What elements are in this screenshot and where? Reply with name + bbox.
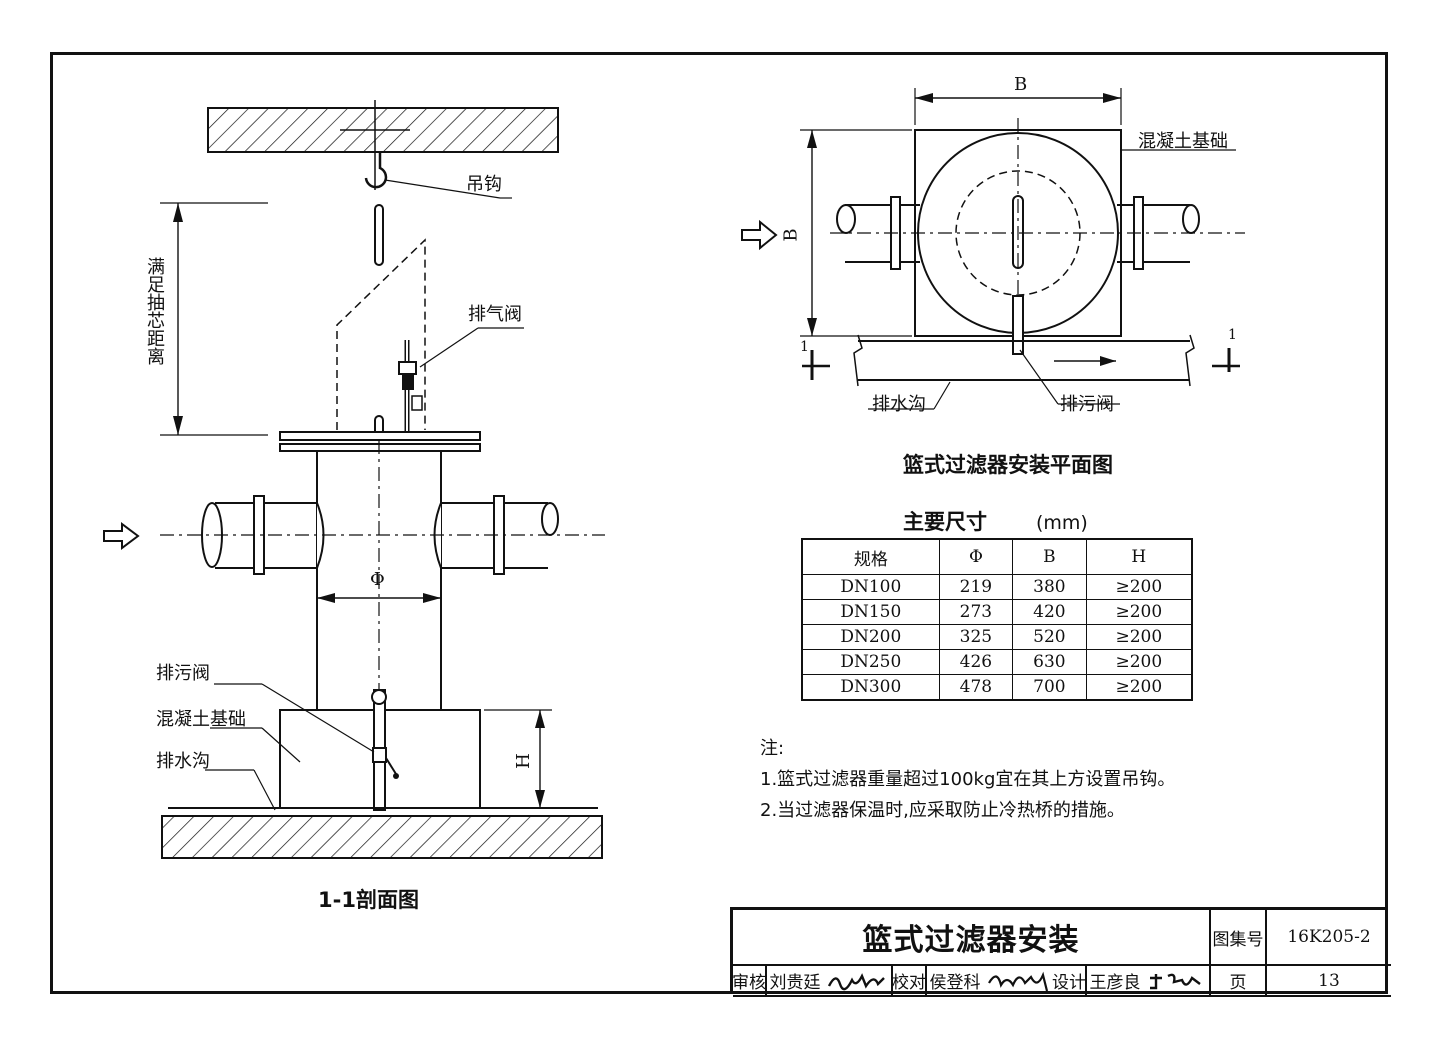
plan-foundation-label: 混凝土基础	[1138, 131, 1228, 152]
hook-shape	[364, 152, 388, 189]
h-dimension-label: H	[512, 753, 534, 769]
cell-b: 420	[1012, 599, 1087, 625]
trench-label: 排水沟	[156, 751, 210, 772]
reviewer-name: 刘贵廷	[767, 966, 823, 997]
designer-name: 王彦良	[1087, 966, 1143, 997]
check-label: 校对	[892, 966, 927, 997]
dimensions-title: 主要尺寸	[903, 510, 987, 534]
cell-b: 630	[1012, 649, 1087, 675]
floor-slab	[161, 815, 603, 859]
core-distance-label: 满足抽芯距离	[144, 257, 165, 365]
note-item: 2.当过滤器保温时,应采取防止冷热桥的措施。	[760, 800, 1125, 821]
plan-b-top-label: B	[1014, 74, 1028, 95]
cell-b: 520	[1012, 624, 1087, 650]
dimensions-table: 规格 Φ B H DN100 219 380 ≥200 DN150 273 42…	[801, 538, 1193, 701]
table-row: DN150 273 420 ≥200	[801, 599, 1193, 625]
page-number: 13	[1267, 966, 1391, 997]
phi-label: Φ	[370, 569, 385, 590]
col-header-spec: 规格	[801, 538, 940, 575]
designer-signature	[1143, 966, 1211, 997]
dimensions-unit: (mm)	[1036, 512, 1088, 534]
plan-drawing	[741, 88, 1245, 410]
cell-h: ≥200	[1085, 649, 1193, 675]
plan-trench-label: 排水沟	[872, 394, 926, 415]
cut-marker-left-label: 1	[800, 339, 809, 355]
foundation-label: 混凝土基础	[156, 709, 246, 730]
cell-b: 380	[1012, 574, 1087, 600]
plan-title: 篮式过滤器安装平面图	[903, 453, 1113, 477]
cell-phi: 325	[938, 624, 1014, 650]
cell-phi: 219	[938, 574, 1014, 600]
cell-spec: DN250	[801, 649, 940, 675]
plan-inflow-arrow	[741, 219, 778, 251]
table-row: DN250 426 630 ≥200	[801, 649, 1193, 675]
cell-spec: DN300	[801, 674, 940, 701]
plan-drain-valve-label: 排污阀	[1060, 394, 1114, 415]
table-row: DN300 478 700 ≥200	[801, 674, 1193, 701]
col-header-phi: Φ	[938, 538, 1014, 575]
drawing-frame	[50, 52, 1388, 994]
notes-block: 注: 1.篮式过滤器重量超过100kg宜在其上方设置吊钩。 2.当过滤器保温时,…	[760, 733, 1175, 826]
section-drawing	[103, 100, 605, 859]
design-label: 设计	[1052, 966, 1087, 997]
col-header-h: H	[1085, 538, 1193, 575]
cell-h: ≥200	[1085, 599, 1193, 625]
cell-h: ≥200	[1085, 674, 1193, 701]
cell-phi: 273	[938, 599, 1014, 625]
inflow-arrow	[103, 522, 140, 550]
cell-phi: 426	[938, 649, 1014, 675]
col-header-b: B	[1012, 538, 1087, 575]
reviewer-signature	[823, 966, 893, 997]
air-vent-label: 排气阀	[468, 304, 522, 325]
table-row: DN200 325 520 ≥200	[801, 624, 1193, 650]
drain-valve-label: 排污阀	[156, 663, 210, 684]
drawing-title: 篮式过滤器安装	[733, 910, 1211, 966]
cell-spec: DN150	[801, 599, 940, 625]
atlas-label: 图集号	[1211, 910, 1267, 966]
cut-marker-right-label: 1	[1228, 327, 1237, 343]
cell-h: ≥200	[1085, 574, 1193, 600]
note-item: 1.篮式过滤器重量超过100kg宜在其上方设置吊钩。	[760, 769, 1176, 790]
cell-h: ≥200	[1085, 624, 1193, 650]
ceiling-slab	[207, 107, 559, 153]
page-label: 页	[1211, 966, 1267, 997]
plan-b-side-label: B	[780, 228, 802, 242]
table-row: DN100 219 380 ≥200	[801, 574, 1193, 600]
cell-spec: DN100	[801, 574, 940, 600]
hook-label: 吊钩	[466, 174, 502, 195]
checker-signature	[983, 966, 1053, 997]
review-label: 审核	[732, 966, 767, 997]
cell-spec: DN200	[801, 624, 940, 650]
cell-b: 700	[1012, 674, 1087, 701]
title-block: 篮式过滤器安装 图集号 16K205-2 审核 刘贵廷 校对 侯登科 设计 王彦…	[730, 907, 1391, 997]
atlas-number: 16K205-2	[1267, 910, 1391, 966]
notes-heading: 注:	[760, 738, 785, 759]
cell-phi: 478	[938, 674, 1014, 701]
checker-name: 侯登科	[927, 966, 983, 997]
section-title: 1-1剖面图	[318, 888, 419, 912]
